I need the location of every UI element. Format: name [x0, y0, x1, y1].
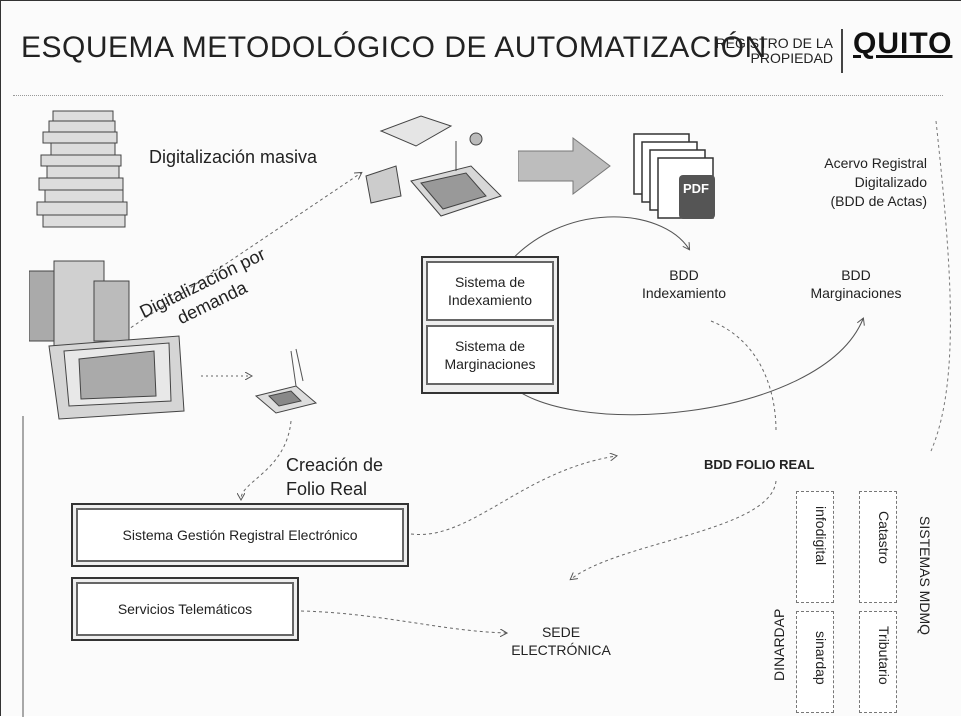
sede-electronica-label: SEDE ELECTRÓNICA [511, 623, 611, 659]
page-title: ESQUEMA METODOLÓGICO DE AUTOMATIZACIÓN [21, 31, 767, 64]
right-side-line [930, 120, 951, 452]
flatbed-scanner-icon [254, 348, 318, 414]
bdd-indexamiento-line1: BDD [669, 267, 699, 283]
catastro-box [859, 491, 897, 603]
scanner-icon [365, 115, 502, 217]
marg-arc-line [505, 319, 863, 416]
marginaciones-system-box: Sistema de Marginaciones [426, 325, 554, 385]
sinardap-label: sinardap [813, 631, 829, 685]
org-name-line2: PROPIEDAD [750, 50, 833, 66]
sede-line2: ELECTRÓNICA [511, 642, 611, 658]
bdd-indexamiento-label: BDD Indexamiento [629, 266, 739, 302]
quito-logo: QUITO [853, 27, 953, 60]
marginaciones-line2: Marginaciones [444, 356, 536, 372]
infodigital-label: infodigital [813, 506, 829, 566]
indexamiento-system-box: Sistema de Indexamiento [426, 261, 554, 321]
gestion-registral-box: Sistema Gestión Registral Electrónico [76, 508, 404, 562]
folio-creation-line1: Creación de [286, 455, 384, 475]
tributario-label: Tributario [876, 626, 892, 685]
gestion-to-folio-line [410, 456, 616, 535]
acervo-label: Acervo Registral Digitalizado (BDD de Ac… [781, 154, 927, 211]
folio-creation-label: Creación de Folio Real [286, 453, 383, 501]
gestion-registral-group: Sistema Gestión Registral Electrónico [71, 503, 409, 567]
index-marg-system-group: Sistema de Indexamiento Sistema de Margi… [421, 256, 559, 394]
bdd-marginaciones-label: BDD Marginaciones [796, 266, 916, 302]
folio-down-line [571, 480, 777, 579]
old-books-icon [29, 260, 185, 420]
telematicos-group: Servicios Telemáticos [71, 577, 299, 641]
index-to-folio-line [710, 320, 777, 432]
acervo-line3: (BDD de Actas) [830, 193, 927, 209]
sinardap-box [796, 611, 834, 713]
bdd-indexamiento-line2: Indexamiento [641, 285, 727, 301]
infodigital-box [796, 491, 834, 603]
bdd-marginaciones-line1: BDD [841, 267, 871, 283]
org-name-line1: REGISTRO DE LA [715, 35, 833, 51]
telematicos-box: Servicios Telemáticos [76, 582, 294, 636]
book-stack-icon [36, 110, 128, 228]
bdd-marginaciones-line2: Marginaciones [810, 285, 902, 301]
indexamiento-line2: Indexamiento [447, 292, 533, 308]
logo-divider [841, 29, 843, 73]
indexamiento-line1: Sistema de [454, 274, 526, 290]
pdf-label: PDF [683, 181, 709, 196]
org-name: REGISTRO DE LA PROPIEDAD [713, 36, 833, 66]
tributario-box [859, 611, 897, 713]
pdf-documents-icon [633, 133, 715, 219]
sistemas-mdmq-label: SISTEMAS MDMQ [917, 516, 933, 636]
header-divider [13, 95, 943, 96]
block-arrow-icon [518, 136, 611, 196]
catastro-label: Catastro [876, 511, 892, 564]
acervo-line2: Digitalizado [854, 174, 927, 190]
acervo-line1: Acervo Registral [824, 155, 927, 171]
marginaciones-line1: Sistema de [454, 338, 526, 354]
scanner-to-creation-line [241, 420, 292, 499]
mass-digitization-label: Digitalización masiva [149, 147, 318, 167]
sede-line1: SEDE [541, 624, 581, 640]
telematicos-to-sede-line [300, 610, 506, 633]
dinardap-label: DINARDAP [771, 608, 787, 681]
bdd-folio-real-label: BDD FOLIO REAL [704, 457, 815, 472]
folio-creation-line2: Folio Real [286, 479, 368, 499]
